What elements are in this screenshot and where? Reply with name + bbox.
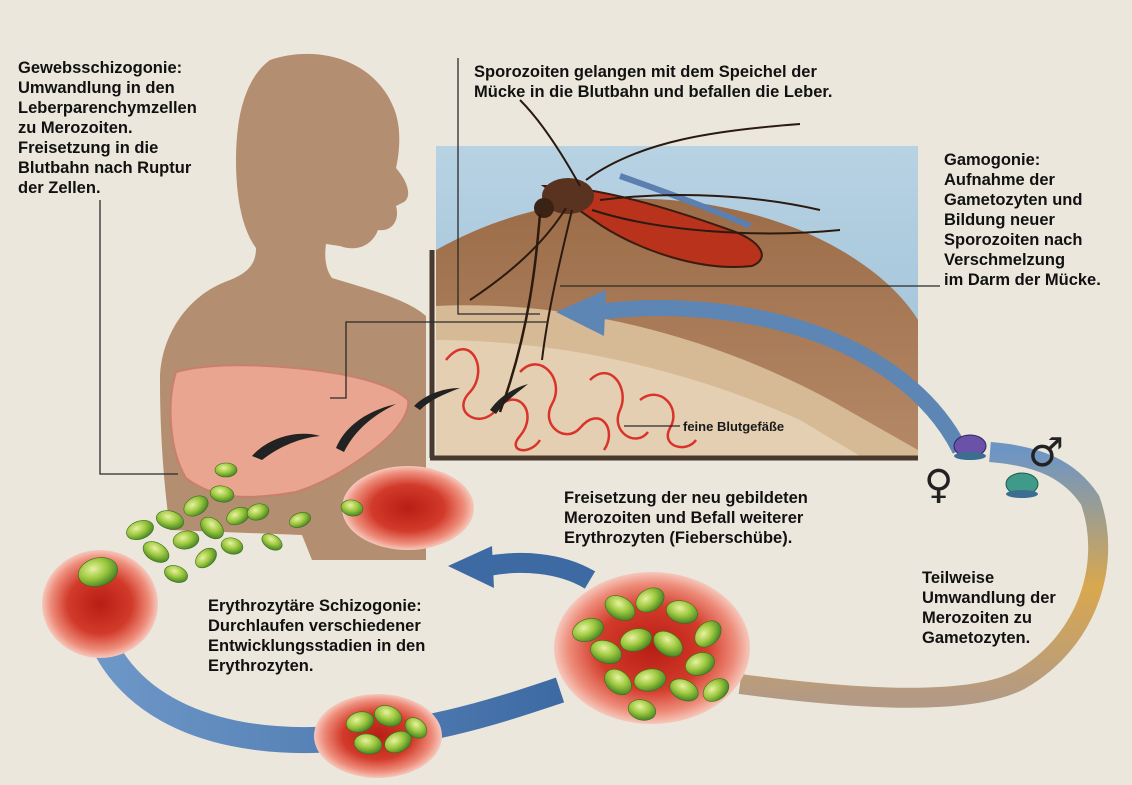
label-gamogony: Gamogonie: Aufnahme der Gametozyten und … bbox=[944, 150, 1101, 290]
label-merozoite-release: Freisetzung der neu gebildeten Merozoite… bbox=[564, 488, 808, 548]
label-tissue-schizogony: Gewebsschizogonie: Umwandlung in den Leb… bbox=[18, 58, 197, 198]
label-erythrocytic-schizogony: Erythrozytäre Schizogonie: Durchlaufen v… bbox=[208, 596, 425, 676]
label-sporozoites: Sporozoiten gelangen mit dem Speichel de… bbox=[474, 62, 832, 102]
label-gametocyte-conversion: Teilweise Umwandlung der Merozoiten zu G… bbox=[922, 568, 1056, 648]
male-symbol: ♂ bbox=[1028, 430, 1064, 476]
label-blood-vessels: feine Blutgefäße bbox=[683, 419, 784, 434]
female-symbol: ♀ bbox=[924, 462, 953, 508]
